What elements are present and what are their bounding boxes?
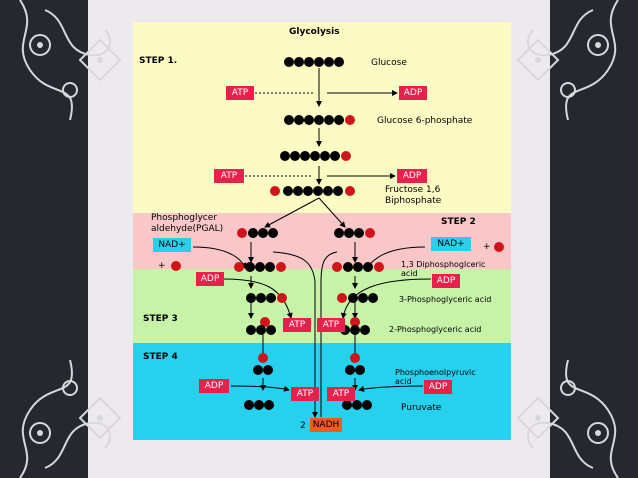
adp-box-step3-left: ADP — [196, 272, 224, 286]
glucose-molecule — [284, 57, 344, 67]
nad-box-left: NAD+ — [153, 238, 191, 252]
pgal-label-2: aldehyde(PGAL) — [151, 224, 224, 234]
adp-box-step1a: ADP — [399, 86, 427, 100]
nadh-box: NADH — [310, 418, 342, 432]
pgal-right — [334, 228, 375, 238]
pep-label-2: acid — [395, 377, 412, 386]
step1-label: STEP 1. — [139, 56, 178, 66]
fbp-molecule — [270, 186, 355, 196]
pep-right — [345, 353, 365, 375]
g6p-molecule — [284, 115, 355, 125]
dpg-label-2: acid — [401, 269, 418, 278]
plus-right: + — [483, 242, 491, 252]
nadh-count: 2 — [300, 421, 306, 431]
pga3-right — [337, 293, 378, 303]
dpg-label-1: 1,3 Diphosphoglceric — [401, 260, 486, 269]
atp-box-step3-right: ATP — [317, 318, 345, 332]
phosphate-left — [171, 261, 181, 271]
adp-box-step4-left: ADP — [199, 379, 229, 393]
glucose-label: Glucose — [371, 58, 407, 68]
fbp-label-2: Biphosphate — [385, 196, 442, 206]
atp-box-step4-right: ATP — [327, 387, 355, 401]
right-ornament — [516, 0, 619, 478]
adp-box-step1b: ADP — [397, 169, 427, 183]
pep-left — [253, 353, 273, 375]
g6p-label: Glucose 6-phosphate — [377, 116, 473, 126]
f6p-molecule — [280, 151, 351, 161]
phosphate-right — [494, 242, 504, 252]
pyruvate-right — [342, 400, 372, 410]
step4-label: STEP 4 — [143, 352, 178, 362]
diagram-title: Glycolysis — [289, 27, 340, 37]
atp-box-step4-left: ATP — [291, 387, 319, 401]
pga2-label: 2-Phosphoglyceric acid — [389, 325, 482, 334]
atp-box-step1b: ATP — [214, 169, 244, 183]
nad-box-right: NAD+ — [431, 237, 471, 251]
glycolysis-diagram: Glycolysis STEP 1. STEP 2 STEP 3 STEP 4 … — [133, 22, 511, 440]
dpg-left — [234, 262, 286, 272]
adp-box-step3-right: ADP — [432, 274, 460, 288]
plus-left: + — [158, 261, 166, 271]
pga3-label: 3-Phosphoglyceric acid — [399, 295, 492, 304]
pga2-left — [246, 317, 276, 335]
pgal-left — [237, 228, 278, 238]
left-ornament — [19, 0, 122, 478]
atp-box-step3-left: ATP — [283, 318, 311, 332]
fbp-label-1: Fructose 1,6 — [385, 185, 441, 195]
adp-box-step4-right: ADP — [424, 380, 452, 394]
atp-box-step1a: ATP — [226, 86, 254, 100]
pyruvate-left — [244, 400, 274, 410]
pep-label-1: Phosphoenolpyruvic — [395, 368, 476, 377]
step2-label: STEP 2 — [441, 217, 476, 227]
step3-label: STEP 3 — [143, 314, 178, 324]
pgal-label-1: Phosphoglycer — [151, 213, 217, 223]
dpg-right — [332, 262, 384, 272]
pyruvate-label: Puruvate — [401, 403, 442, 413]
pga3-left — [246, 293, 287, 303]
